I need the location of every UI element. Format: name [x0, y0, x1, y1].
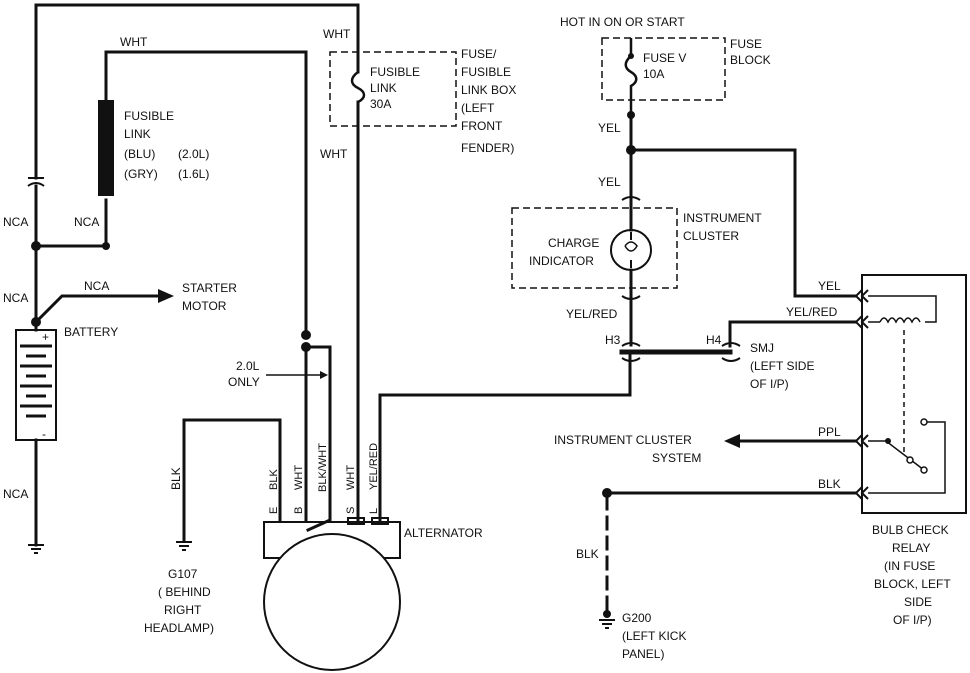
fuse-box-label-1: FUSE/ [461, 47, 497, 61]
nca-label-3: NCA [3, 291, 28, 305]
instrument-label-1: INSTRUMENT [683, 211, 762, 225]
nca-label-4: NCA [84, 279, 109, 293]
fusible2-label-1: FUSIBLE [124, 109, 174, 123]
g107-label-4: HEADLAMP) [144, 621, 214, 635]
alt-blkwht-label: BLK/WHT [317, 443, 329, 492]
wht-mid-label: WHT [323, 27, 351, 41]
alt-wht2-label: WHT [345, 465, 357, 490]
wht-top-label: WHT [120, 35, 148, 49]
battery-minus-label: - [42, 427, 46, 441]
inst-system-label-1: INSTRUMENT CLUSTER [554, 433, 692, 447]
relay-label-3: (IN FUSE [884, 559, 935, 573]
smj-label-3: OF I/P) [750, 377, 789, 391]
charge-label-1: CHARGE [548, 236, 599, 250]
fusible-link-component [98, 100, 114, 196]
battery-plus-label: + [42, 330, 49, 344]
inst-system-label-2: SYSTEM [652, 451, 701, 465]
fuse-block-label-2: BLOCK [730, 53, 771, 67]
yel-label-1: YEL [598, 121, 621, 135]
fusible-link-label-3: 30A [370, 97, 391, 111]
alt-yelred-label: YEL/RED [368, 443, 380, 490]
relay-label-5: SIDE [904, 595, 932, 609]
fuse-v-box [601, 37, 726, 115]
splice-dots [31, 111, 636, 498]
relay-label-6: OF I/P) [893, 613, 932, 627]
fuse-box-label-2: FUSIBLE [461, 65, 511, 79]
instrument-cluster-box [511, 196, 678, 302]
g200-label-3: PANEL) [622, 647, 664, 661]
fusible2-label-2: LINK [124, 127, 151, 141]
ground-symbol-g107 [176, 541, 192, 551]
fusible2-label-5: (GRY) [124, 167, 158, 181]
nca-label-5: NCA [3, 487, 28, 501]
g200-label-2: (LEFT KICK [622, 629, 686, 643]
nca-label-1: NCA [3, 215, 28, 229]
fuse-box-label-4: (LEFT [461, 101, 495, 115]
fusible2-label-6: (1.6L) [178, 167, 209, 181]
ground-symbol-battery [28, 544, 44, 554]
fuse-box-label-6: FENDER) [461, 141, 514, 155]
relay-label-1: BULB CHECK [872, 523, 949, 537]
g107-label-3: RIGHT [164, 603, 202, 617]
ppl-label: PPL [818, 425, 841, 439]
only-label-1: 2.0L [236, 359, 260, 373]
g107-label-2: ( BEHIND [158, 585, 211, 599]
fuse-v-label: FUSE V [643, 51, 686, 65]
yel-label-2: YEL [598, 175, 621, 189]
h3-label: H3 [605, 333, 621, 347]
instrument-system-arrow-icon [724, 434, 740, 448]
relay-label-4: BLOCK, LEFT [874, 577, 951, 591]
text-labels: HOT IN ON OR START FUSE V 10A FUSE BLOCK… [3, 15, 951, 661]
alternator-symbol [263, 517, 401, 671]
starter-label-1: STARTER [182, 281, 237, 295]
starter-arrow-icon [158, 289, 174, 303]
main-wires [33, 3, 857, 547]
blk-relay-label: BLK [818, 477, 841, 491]
hot-in-label: HOT IN ON OR START [560, 15, 685, 29]
alt-blk-label: BLK [268, 469, 280, 490]
fuse-box-label-5: FRONT [461, 119, 503, 133]
alt-e-label: E [268, 507, 280, 514]
h4-label: H4 [706, 333, 722, 347]
yelred-mid-label: YEL/RED [566, 307, 618, 321]
smj-connectors [621, 342, 741, 362]
g200-label-1: G200 [622, 611, 652, 625]
blk-left-label: BLK [169, 467, 183, 490]
battery-label: BATTERY [64, 325, 118, 339]
pointer-arrow-icon [266, 371, 328, 379]
alt-s-label: S [345, 507, 357, 514]
fusible-link-label-1: FUSIBLE [370, 65, 420, 79]
fusible-link-label-2: LINK [370, 81, 397, 95]
yel-relay-label: YEL [818, 279, 841, 293]
fusible2-label-4: (2.0L) [178, 147, 209, 161]
smj-label-1: SMJ [750, 341, 774, 355]
alt-l-label: L [368, 508, 380, 514]
yelred-relay-label: YEL/RED [786, 305, 838, 319]
blk-g200-label: BLK [576, 547, 599, 561]
fuse-block-label-1: FUSE [730, 37, 762, 51]
smj-label-2: (LEFT SIDE [750, 359, 814, 373]
ground-symbol-g200 [599, 610, 615, 629]
fuse-box-label-3: LINK BOX [461, 83, 516, 97]
starter-label-2: MOTOR [182, 299, 227, 313]
relay-label-2: RELAY [892, 541, 930, 555]
alt-b-label: B [293, 507, 305, 514]
battery-symbol [15, 329, 57, 441]
fusible2-label-3: (BLU) [124, 147, 155, 161]
fuse-amp-label: 10A [643, 67, 664, 81]
fusible-link-box [329, 51, 457, 127]
alt-wht-label: WHT [293, 465, 305, 490]
only-label-2: ONLY [228, 375, 260, 389]
instrument-label-2: CLUSTER [683, 229, 739, 243]
bulb-check-relay [854, 274, 967, 514]
wht-right-label: WHT [320, 147, 348, 161]
g107-label-1: G107 [168, 567, 198, 581]
nca-label-2: NCA [74, 215, 99, 229]
charge-label-2: INDICATOR [529, 254, 594, 268]
alternator-label: ALTERNATOR [404, 526, 483, 540]
connector-nca-symbol [27, 177, 45, 187]
